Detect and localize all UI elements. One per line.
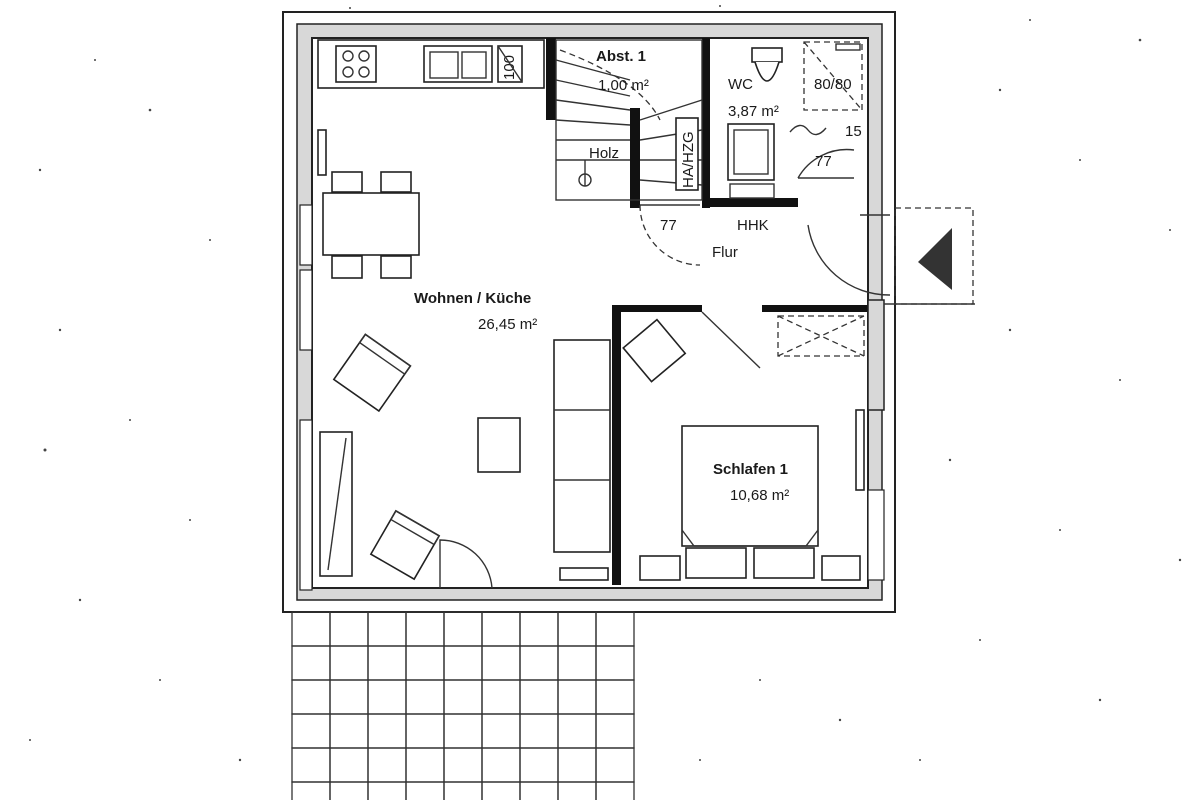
labels: Wohnen / Küche 26,45 m² Abst. 1 1,00 m² … (414, 48, 862, 504)
terrace-tile (291, 713, 331, 749)
terrace-tile (481, 679, 521, 715)
terrace-tile (405, 679, 445, 715)
room-name-bedroom: Schlafen 1 (713, 461, 788, 478)
terrace-tile (595, 781, 635, 800)
terrace-tile (291, 611, 331, 647)
terrace-tile (367, 713, 407, 749)
interior-walls (546, 38, 885, 585)
terrace-tile (329, 645, 369, 681)
doors (639, 148, 891, 369)
bedroom-furniture (622, 318, 861, 581)
triangle-entrance-icon (918, 228, 952, 290)
terrace-tile (291, 645, 331, 681)
terrace-tile (443, 611, 483, 647)
terrace-tile (405, 747, 445, 783)
terrace-tile (557, 713, 597, 749)
terrace-tile (519, 645, 559, 681)
terrace-tile (367, 747, 407, 783)
terrace-tile (367, 611, 407, 647)
terrace-tile (595, 747, 635, 783)
heating-label: HA/HZG (680, 131, 697, 188)
terrace-tile (405, 713, 445, 749)
room-area-storage: 1,00 m² (598, 77, 649, 94)
terrace-tile (405, 645, 445, 681)
terrace-tile (519, 747, 559, 783)
terrace-tile (481, 645, 521, 681)
terrace-tile (367, 679, 407, 715)
terrace-tile (519, 611, 559, 647)
terrace-tile (481, 781, 521, 800)
stair-wood-label: Holz (589, 145, 619, 162)
terrace-tile (329, 679, 369, 715)
living-furniture (319, 333, 611, 589)
room-name-hall: Flur (712, 244, 738, 261)
terrace-tile (329, 747, 369, 783)
door-77-label-b: 77 (815, 153, 832, 170)
terrace-tile (405, 781, 445, 800)
room-name-living: Wohnen / Küche (414, 290, 531, 307)
terrace-tile (443, 781, 483, 800)
terrace-tile (595, 679, 635, 715)
dining-table (322, 171, 420, 279)
kitchen-counter: 100 (317, 39, 545, 89)
terrace-tile (443, 645, 483, 681)
shower-size-label: 80/80 (814, 76, 852, 93)
terrace-tiles (291, 611, 635, 800)
terrace-tile (291, 781, 331, 800)
room-area-living: 26,45 m² (478, 316, 537, 333)
terrace-tile (367, 645, 407, 681)
dim-15-label: 15 (845, 123, 862, 140)
terrace-tile (595, 611, 635, 647)
terrace-tile (329, 611, 369, 647)
terrace-tile (443, 713, 483, 749)
terrace-tile (367, 781, 407, 800)
radiator-label: HHK (737, 217, 769, 234)
room-area-wc: 3,87 m² (728, 103, 779, 120)
terrace-tile (557, 781, 597, 800)
scan-noise (29, 5, 1182, 762)
terrace-tile (595, 713, 635, 749)
terrace-tile (595, 645, 635, 681)
room-name-wc: WC (728, 76, 753, 93)
room-name-storage: Abst. 1 (596, 48, 646, 65)
windows (299, 129, 885, 591)
terrace-tile (443, 679, 483, 715)
terrace-tile (481, 611, 521, 647)
terrace-tile (481, 713, 521, 749)
fridge-label: 100 (501, 55, 518, 80)
wc-fixtures (727, 41, 863, 199)
terrace-tile (557, 645, 597, 681)
terrace-tile (329, 713, 369, 749)
terrace-tile (519, 713, 559, 749)
terrace-tile (557, 747, 597, 783)
terrace-tile (443, 747, 483, 783)
terrace-tile (519, 679, 559, 715)
terrace-tile (519, 781, 559, 800)
terrace-tile (291, 679, 331, 715)
terrace-tile (291, 747, 331, 783)
terrace-tile (329, 781, 369, 800)
terrace-tile (557, 679, 597, 715)
room-area-bedroom: 10,68 m² (730, 487, 789, 504)
terrace-tile (405, 611, 445, 647)
door-77-label-a: 77 (660, 217, 677, 234)
entrance (884, 207, 975, 305)
terrace-tile (557, 611, 597, 647)
terrace-tile (481, 747, 521, 783)
staircase (555, 39, 703, 201)
